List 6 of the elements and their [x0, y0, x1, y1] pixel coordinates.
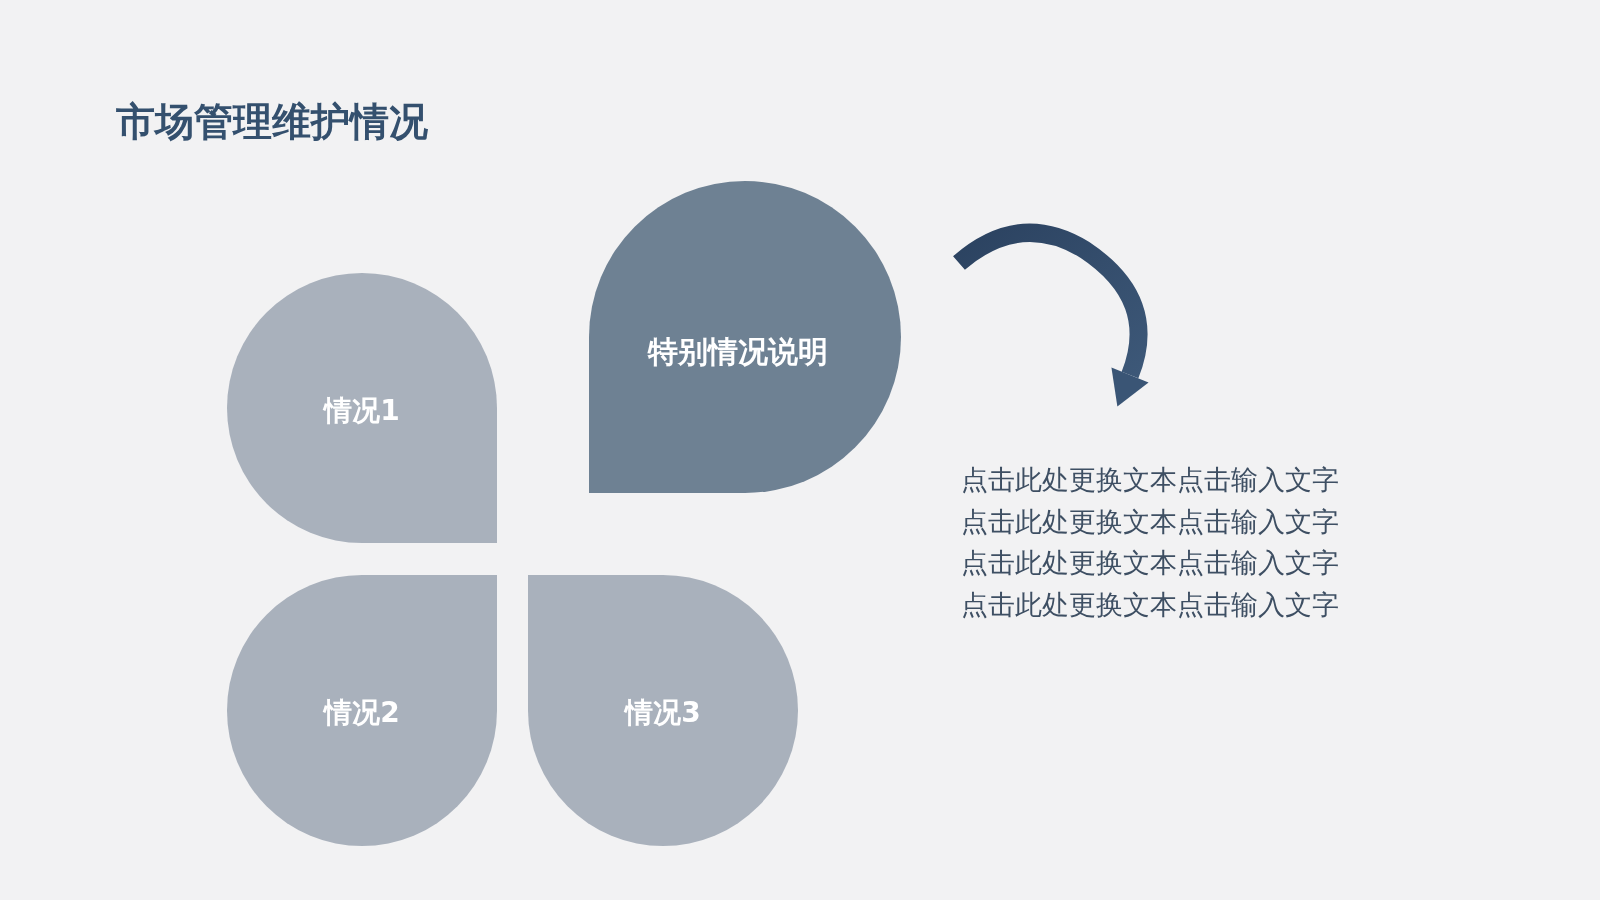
petal-label: 情况2: [324, 695, 400, 730]
petal-label: 情况3: [625, 695, 701, 730]
body-text: 点击此处更换文本点击输入文字点击此处更换文本点击输入文字点击此处更换文本点击输入文字点击此处更换文本点击输入文字: [961, 459, 1340, 625]
petal-label: 特别情况说明: [648, 334, 828, 370]
slide-title: 市场管理维护情况: [116, 98, 428, 146]
petal-label: 情况1: [324, 394, 400, 428]
